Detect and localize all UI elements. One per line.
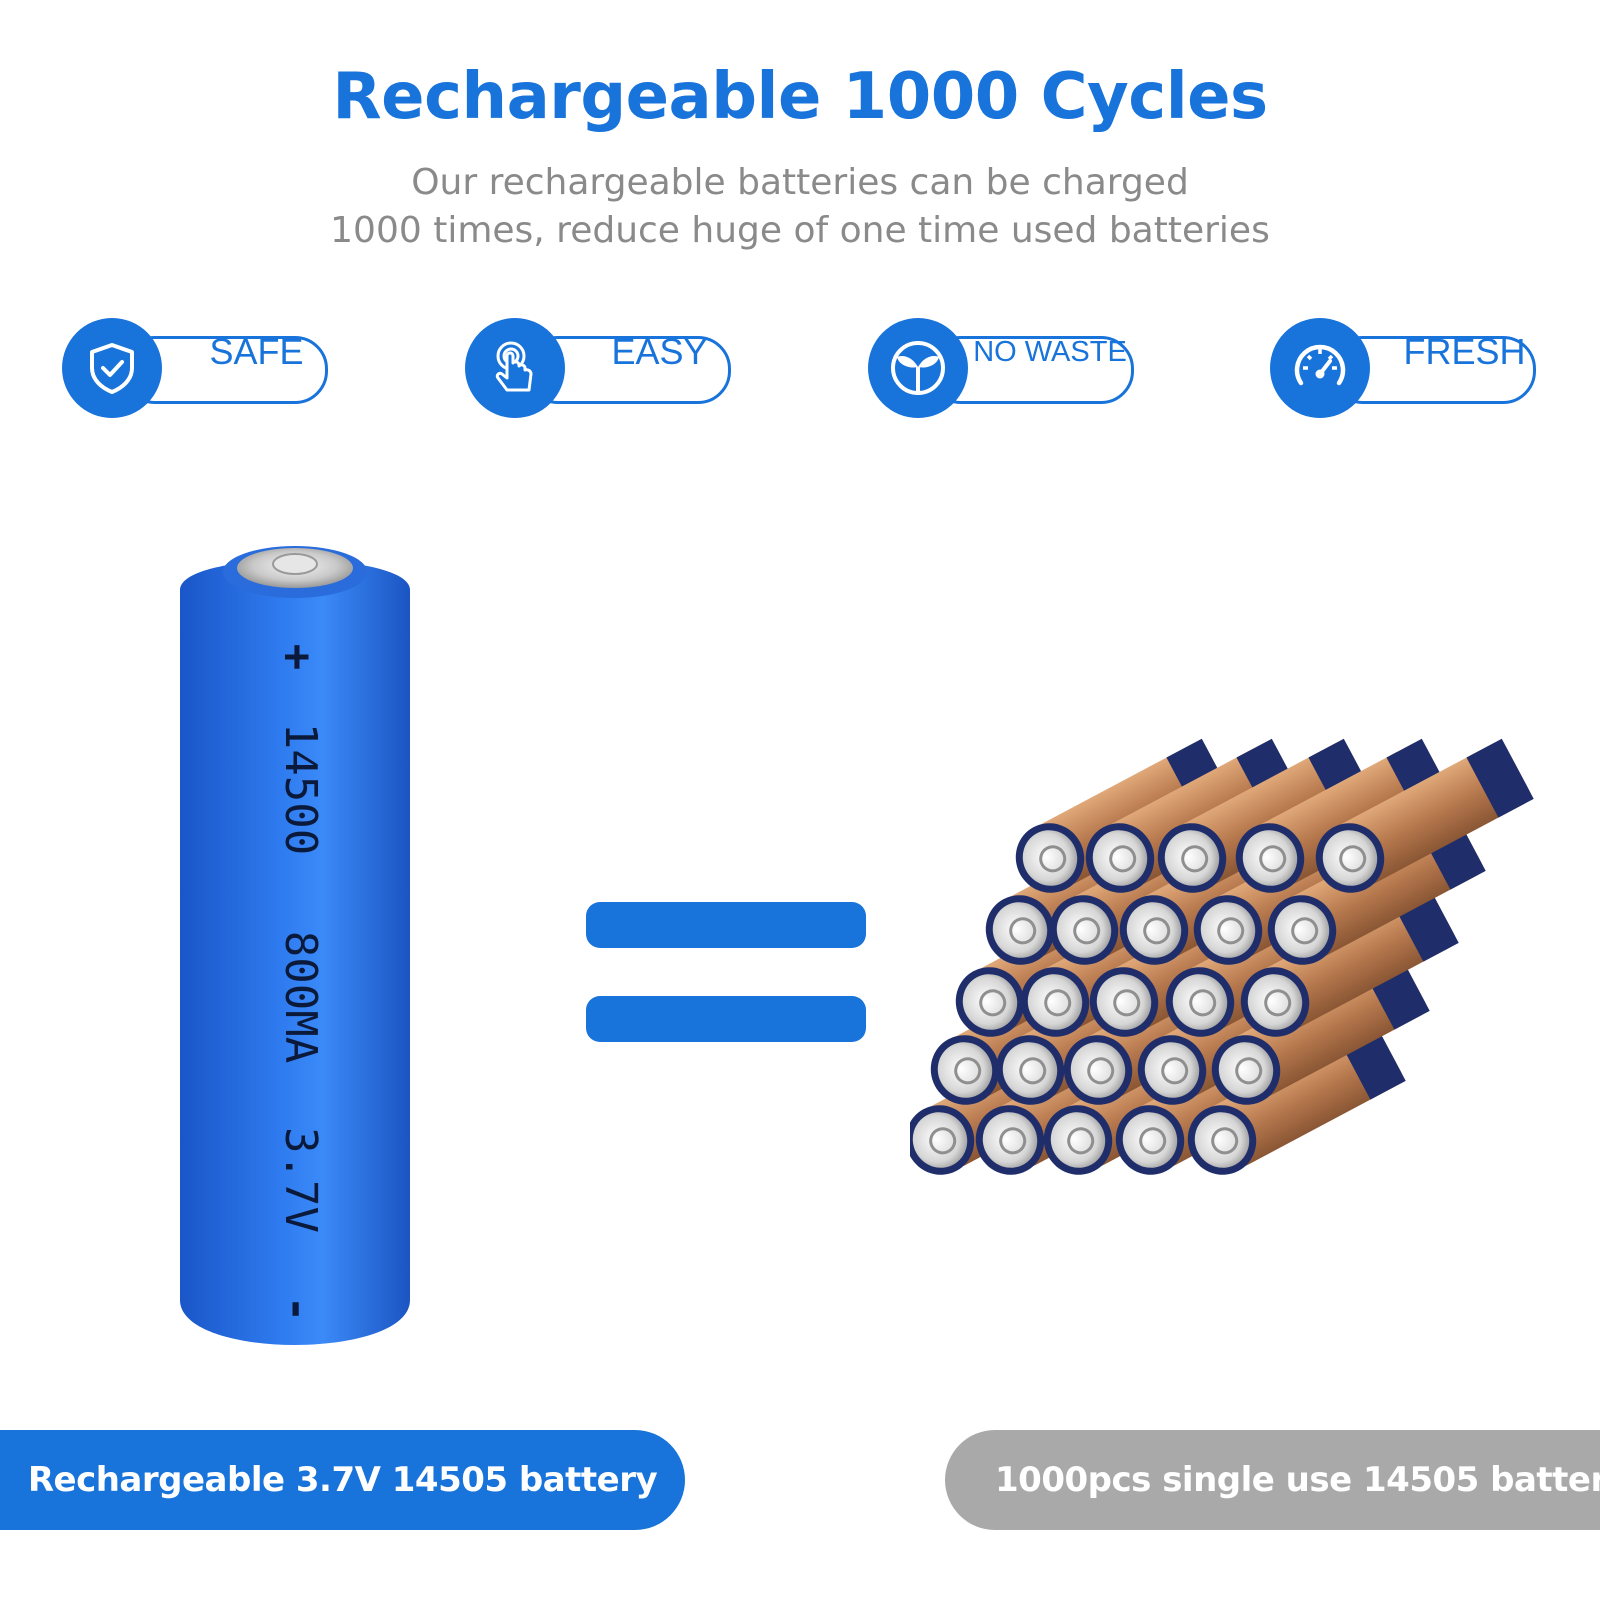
feature-label-safe: SAFE (209, 331, 304, 372)
page-title: Rechargeable 1000 Cycles (332, 60, 1268, 134)
feature-easy: EASY (465, 318, 745, 422)
feature-safe: SAFE (62, 318, 342, 422)
equals-bar-bottom (586, 996, 866, 1042)
battery-plus-label: + (272, 643, 323, 671)
equals-icon (586, 902, 866, 1042)
single-use-batteries-pile-image (905, 720, 1570, 1360)
alkaline-battery (1187, 1020, 1406, 1175)
battery-minus-label: - (272, 1295, 323, 1323)
speedometer-icon (1270, 318, 1370, 418)
feature-no-waste: NO WASTE (868, 318, 1148, 422)
leaf-sprout-icon (868, 318, 968, 418)
subtitle-line-2: 1000 times, reduce huge of one time used… (330, 210, 1270, 251)
alkaline-battery (1315, 738, 1534, 893)
touch-hand-icon (465, 318, 565, 418)
battery-voltage-label: 3.7V (275, 1127, 326, 1233)
feature-label-easy: EASY (611, 331, 708, 372)
subtitle-line-1: Our rechargeable batteries can be charge… (411, 162, 1189, 203)
feature-label-fresh: FRESH (1403, 331, 1526, 372)
feature-label-no-waste: NO WASTE (973, 335, 1127, 368)
caption-rechargeable: Rechargeable 3.7V 14505 battery (0, 1430, 685, 1530)
battery-model-label: 14500 (275, 722, 326, 856)
rechargeable-battery-image (170, 540, 420, 1370)
alkaline-battery (1211, 950, 1430, 1105)
caption-single-use: 1000pcs single use 14505 batteries (945, 1430, 1600, 1530)
feature-fresh: FRESH (1270, 318, 1550, 422)
alkaline-battery (1157, 738, 1376, 893)
shield-check-icon (62, 318, 162, 418)
equals-bar-top (586, 902, 866, 948)
battery-capacity-label: 800MA (275, 930, 326, 1064)
